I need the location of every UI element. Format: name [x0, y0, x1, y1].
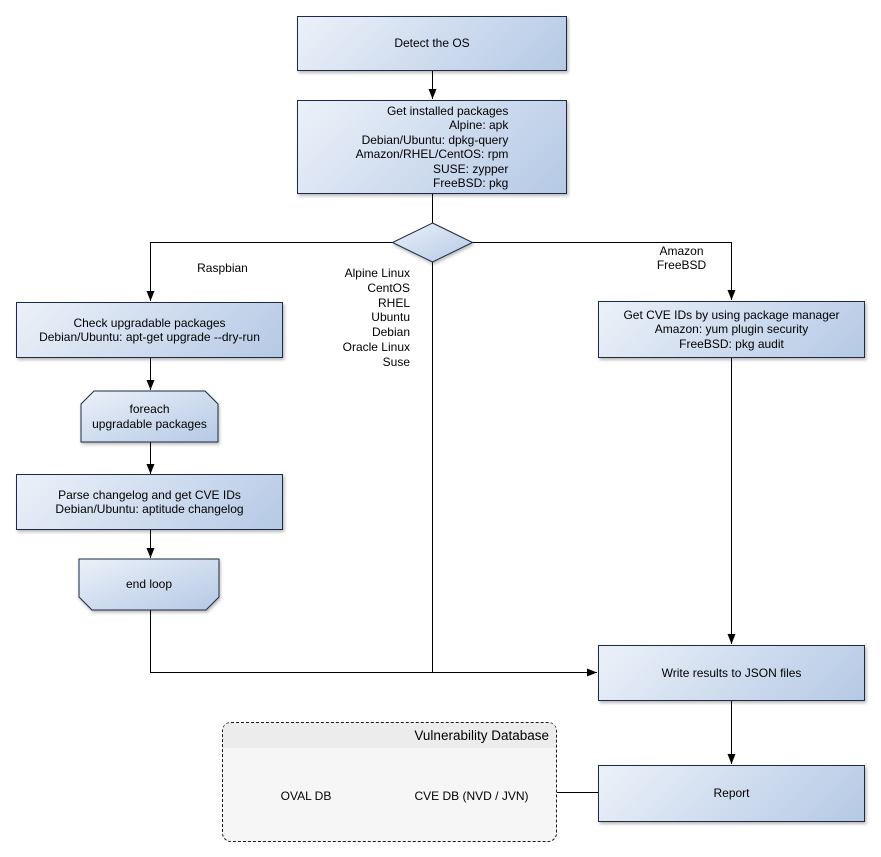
vulnerability-database-title: Vulnerability Database	[414, 728, 549, 743]
node-get-installed-packages: Get installed packages Alpine: apk Debia…	[297, 100, 567, 194]
node-get-cve-ids-label: Get CVE IDs by using package manager Ama…	[623, 307, 840, 351]
node-detect-os: Detect the OS	[297, 16, 567, 71]
node-detect-os-label: Detect the OS	[394, 36, 470, 51]
node-report-label: Report	[713, 786, 750, 801]
connector-endloop-to-write-results	[150, 610, 597, 677]
node-report: Report	[598, 765, 865, 822]
foreach-loop-label: foreach upgradable packages	[92, 402, 207, 431]
oval-db-label: OVAL DB	[280, 789, 332, 803]
vulnerability-database-container: Vulnerability Database	[222, 722, 557, 842]
end-loop-shape	[78, 558, 220, 611]
node-parse-changelog-label: Parse changelog and get CVE IDs Debian/U…	[55, 487, 244, 517]
os-decision-diamond	[391, 222, 474, 263]
foreach-loop-shape	[80, 390, 219, 443]
node-parse-changelog: Parse changelog and get CVE IDs Debian/U…	[16, 474, 283, 530]
connector-decision-to-get-cve	[472, 242, 736, 300]
cve-db-label: CVE DB (NVD / JVN)	[414, 789, 529, 803]
node-write-results: Write results to JSON files	[598, 645, 865, 701]
connector-decision-to-check-upgradable	[146, 242, 393, 301]
node-check-upgradable-label: Check upgradable packages Debian/Ubuntu:…	[39, 315, 260, 345]
node-write-results-label: Write results to JSON files	[661, 665, 802, 680]
end-loop-label: end loop	[125, 577, 173, 591]
node-get-installed-packages-label: Get installed packages Alpine: apk Debia…	[355, 103, 509, 191]
edge-label-raspbian: Raspbian	[197, 261, 248, 275]
edge-label-amazon-freebsd: Amazon FreeBSD	[656, 244, 707, 272]
node-check-upgradable: Check upgradable packages Debian/Ubuntu:…	[16, 302, 283, 358]
node-get-cve-ids: Get CVE IDs by using package manager Ama…	[598, 301, 865, 358]
edge-label-os-list: Alpine Linux CentOS RHEL Ubuntu Debian O…	[342, 266, 410, 369]
vulnerability-database-header: Vulnerability Database	[223, 723, 556, 748]
